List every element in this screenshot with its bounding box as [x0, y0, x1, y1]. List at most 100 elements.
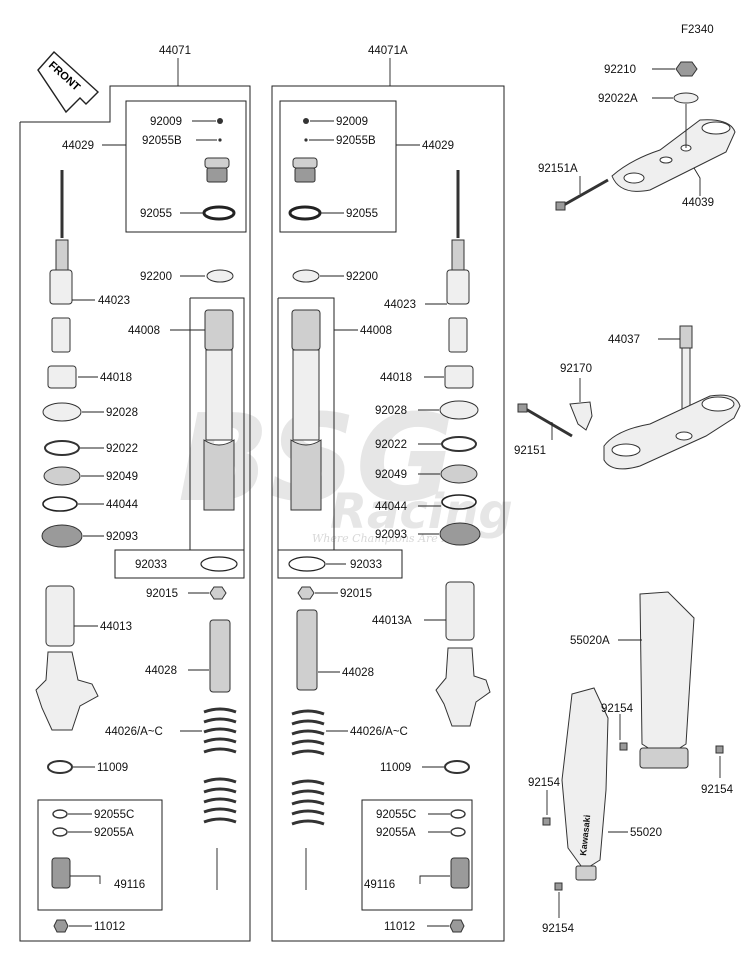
left-label-49116: 49116 [114, 879, 145, 891]
left-label-92055C: 92055C [94, 809, 134, 821]
left-label-44013: 44013 [100, 621, 132, 633]
left-label-92028: 92028 [106, 407, 138, 419]
left-assembly-frame [19, 85, 251, 942]
figure-code: F2340 [681, 24, 714, 36]
right-label-44044: 44044 [375, 501, 408, 513]
label-55020A: 55020A [570, 635, 610, 647]
label-44037: 44037 [608, 334, 640, 346]
watermark-tagline: Where Champions Are Made [312, 532, 473, 545]
right-label-44023: 44023 [384, 299, 416, 311]
right-label-11009: 11009 [380, 762, 411, 774]
left-inner-tube-box [114, 297, 245, 579]
left-label-44023: 44023 [98, 295, 130, 307]
upper-washer-part [673, 92, 699, 104]
left-nut-part [209, 586, 227, 600]
left-label-44018: 44018 [100, 372, 132, 384]
left-label-92200: 92200 [140, 271, 172, 283]
upper-clamp-group: 92210 92022A 44039 92151A [538, 61, 736, 211]
holder-part [569, 401, 593, 431]
right-fork-group: 44071A 92009 92055B 92055 44029 92200 44… [271, 45, 505, 942]
left-gasket-part [47, 760, 73, 774]
right-label-92200: 92200 [346, 271, 378, 283]
left-rod-part [209, 619, 231, 693]
label-55020: 55020 [630, 827, 662, 839]
right-label-44029: 44029 [422, 140, 454, 152]
right-cap-box [279, 100, 397, 233]
screw-part-1 [619, 742, 628, 751]
left-label-44028: 44028 [145, 665, 177, 677]
left-label-92055A: 92055A [94, 827, 134, 839]
left-label-44029: 44029 [62, 140, 94, 152]
right-label-92055A: 92055A [376, 827, 416, 839]
watermark-sub: Racing [330, 484, 513, 540]
screw-part-2 [715, 745, 724, 754]
right-label-92009: 92009 [336, 116, 368, 128]
label-44039: 44039 [682, 197, 714, 209]
right-label-11012: 11012 [384, 921, 415, 933]
label-92170: 92170 [560, 363, 592, 375]
left-outer-tube-part [35, 585, 99, 731]
label-92210: 92210 [604, 64, 636, 76]
right-damper-rod-part [446, 170, 470, 353]
right-spring-part [291, 709, 325, 890]
left-label-44008: 44008 [128, 325, 160, 337]
label-92022A: 92022A [598, 93, 638, 105]
left-drain-bolt-part [53, 919, 69, 933]
label-92151: 92151 [514, 445, 546, 457]
guards-group: 55020A Kawasaki 55020 92154 92154 92154 … [528, 591, 734, 935]
lower-clamp-group: 44037 92170 92151 [514, 325, 741, 470]
lower-bolt-part [517, 403, 573, 438]
right-label-44026: 44026/A~C [350, 726, 408, 738]
left-bushing-part [47, 365, 77, 389]
right-label-49116: 49116 [364, 879, 395, 891]
right-inner-tube-part [290, 309, 322, 511]
left-washer-seal-part [44, 440, 80, 456]
upper-nut-part [675, 61, 698, 77]
left-label-92055: 92055 [140, 208, 172, 220]
left-label-92093: 92093 [106, 531, 138, 543]
left-spring-part [203, 707, 237, 890]
left-cap-bolt-part [217, 118, 223, 124]
right-outer-tube-part [435, 581, 491, 727]
right-label-92022: 92022 [375, 439, 407, 451]
right-label-44028: 44028 [342, 667, 374, 679]
left-assembly-label: 44071 [159, 45, 191, 57]
left-stop-ring-part [42, 496, 78, 512]
left-label-92049: 92049 [106, 471, 138, 483]
left-cap-part [204, 157, 230, 183]
right-label-92015: 92015 [340, 588, 372, 600]
left-label-92033: 92033 [135, 559, 167, 571]
guard-left-part: Kawasaki [561, 687, 609, 881]
right-label-92093: 92093 [375, 529, 407, 541]
right-label-92055: 92055 [346, 208, 378, 220]
right-cap-part [292, 157, 318, 183]
left-base-valve-box [37, 799, 163, 911]
label-92151A: 92151A [538, 163, 578, 175]
front-arrow: FRONT [37, 51, 100, 114]
left-cap-oring-part [202, 205, 236, 221]
left-oil-seal-part [43, 466, 81, 486]
right-label-92055C: 92055C [376, 809, 416, 821]
left-inner-tube-part [203, 309, 235, 511]
left-label-44026: 44026/A~C [105, 726, 163, 738]
right-label-92028: 92028 [375, 405, 407, 417]
upper-bolt-part [555, 178, 609, 211]
right-label-92049: 92049 [375, 469, 407, 481]
guard-brand: Kawasaki [578, 814, 592, 856]
right-label-44013A: 44013A [372, 615, 412, 627]
lower-bracket-part [603, 394, 741, 470]
left-guide-bushing-part [42, 402, 82, 422]
left-label-11012: 11012 [94, 921, 125, 933]
left-label-11009: 11009 [97, 762, 128, 774]
left-label-92022: 92022 [106, 443, 138, 455]
screw-part-3 [542, 817, 551, 826]
left-label-92055B: 92055B [142, 135, 182, 147]
right-label-44018: 44018 [380, 372, 412, 384]
right-assembly-label: 44071A [368, 45, 408, 57]
right-label-92033: 92033 [350, 559, 382, 571]
left-label-92015: 92015 [146, 588, 178, 600]
left-tube-oring-part [200, 556, 238, 572]
label-92154-4: 92154 [542, 923, 575, 935]
left-washer-part [206, 269, 234, 283]
